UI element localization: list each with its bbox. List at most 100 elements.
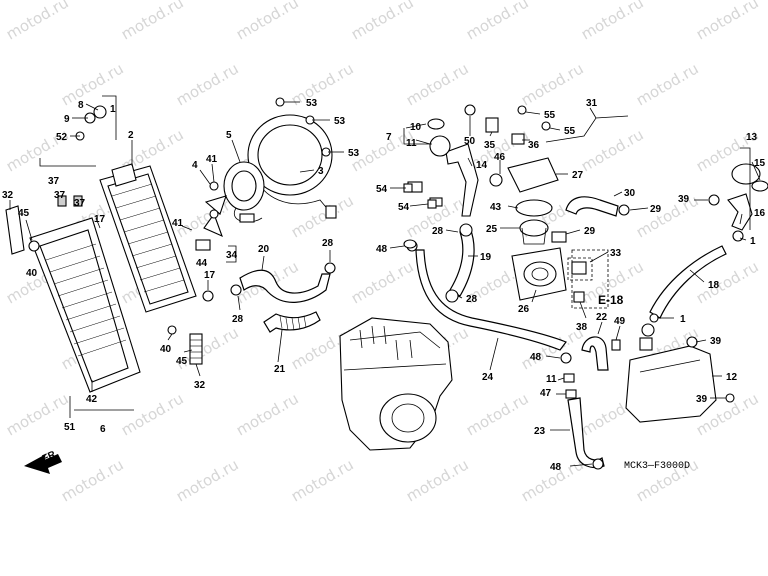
watermark-text: motod.ru — [348, 0, 417, 43]
callout-39-b: 39 — [710, 336, 722, 347]
callout-16: 16 — [754, 208, 766, 219]
callout-43: 43 — [490, 202, 502, 213]
e18-dashed-box — [571, 249, 609, 309]
watermark-text: motod.ru — [3, 0, 72, 43]
callout-1-right: 1 — [750, 236, 756, 247]
callout-29-a: 29 — [584, 226, 596, 237]
callout-18: 18 — [708, 280, 720, 291]
callout-12: 12 — [726, 372, 738, 383]
callout-20: 20 — [258, 244, 270, 255]
callout-48-a: 48 — [376, 244, 388, 255]
bracket-37 — [39, 158, 96, 167]
callout-labels: 8 9 52 1 2 32 45 40 37 37 37 17 41 4 41 … — [2, 98, 766, 473]
bracket-8-9-52 — [102, 95, 117, 140]
callout-1-low: 1 — [680, 314, 686, 325]
watermark-text: motod.ru — [58, 455, 127, 505]
callout-26: 26 — [518, 304, 530, 315]
callout-14: 14 — [476, 160, 488, 171]
watermark-text: motod.ru — [463, 389, 532, 439]
diagram-code: MCK3—F3000D — [624, 461, 690, 472]
hose-30 — [565, 196, 619, 217]
watermark-text: motod.ru — [288, 191, 357, 241]
callout-39-c: 39 — [696, 394, 708, 405]
callout-53-a: 53 — [306, 98, 318, 109]
callout-42: 42 — [86, 394, 98, 405]
callout-41-top: 41 — [206, 154, 218, 165]
callout-6: 6 — [100, 424, 106, 435]
spring-32 — [167, 325, 203, 365]
callout-22: 22 — [596, 312, 608, 323]
watermark-text: motod.ru — [288, 455, 357, 505]
callout-50: 50 — [464, 136, 476, 147]
callout-54-b: 54 — [398, 202, 410, 213]
water-outlet-cover — [464, 104, 559, 193]
callout-28-a: 28 — [322, 238, 334, 249]
hose-22 — [581, 336, 609, 371]
callout-21: 21 — [274, 364, 286, 375]
callout-40: 40 — [26, 268, 38, 279]
filler-neck — [708, 163, 768, 242]
callout-37-left: 37 — [54, 190, 66, 201]
hose-23 — [567, 397, 605, 469]
callout-38: 38 — [576, 322, 588, 333]
callout-32: 32 — [2, 190, 14, 201]
fan-motor — [223, 161, 265, 223]
callout-49: 49 — [614, 316, 626, 327]
callout-13: 13 — [746, 132, 758, 143]
callout-35: 35 — [484, 140, 496, 151]
front-direction-arrow — [24, 454, 62, 474]
callout-4: 4 — [192, 160, 198, 171]
watermark-text: motod.ru — [173, 59, 242, 109]
callout-2: 2 — [128, 130, 134, 141]
callout-25: 25 — [486, 224, 498, 235]
callout-54-a: 54 — [376, 184, 388, 195]
callout-30: 30 — [624, 188, 636, 199]
callout-51: 51 — [64, 422, 76, 433]
watermark-text: motod.ru — [403, 59, 472, 109]
callout-1: 1 — [110, 104, 116, 115]
watermark-text: motod.ru — [118, 0, 187, 43]
callout-52: 52 — [56, 132, 68, 143]
watermark-text: motod.ru — [518, 59, 587, 109]
callout-7: 7 — [386, 132, 392, 143]
callout-55-b: 55 — [564, 126, 576, 137]
hose-18 — [649, 245, 727, 319]
callout-55-a: 55 — [544, 110, 556, 121]
callout-53-c: 53 — [348, 148, 360, 159]
watermark-text: motod.ru — [633, 191, 702, 241]
thermo-switch — [195, 239, 214, 302]
callout-45-mid: 45 — [176, 356, 188, 367]
watermark-text: motod.ru — [633, 59, 702, 109]
callout-48-b: 48 — [530, 352, 542, 363]
temp-sensor — [567, 257, 593, 303]
bracket-13 — [740, 147, 751, 230]
hose-20 — [239, 269, 331, 303]
callout-9: 9 — [64, 114, 70, 125]
callout-15: 15 — [754, 158, 766, 169]
watermark-text: motod.ru — [463, 0, 532, 43]
callout-48-c: 48 — [550, 462, 562, 473]
hose-19 — [449, 227, 475, 297]
reserve-tank — [625, 323, 735, 423]
callout-3: 3 — [318, 166, 324, 177]
bracket-34 — [226, 245, 237, 263]
leader-lines — [9, 101, 761, 467]
fan-blade — [203, 181, 227, 238]
callout-39-a: 39 — [678, 194, 690, 205]
reference-e18: E-18 — [598, 293, 624, 307]
callout-28-b: 28 — [232, 314, 244, 325]
callout-17-left: 17 — [94, 214, 106, 225]
callout-27: 27 — [572, 170, 584, 181]
callout-41-left: 41 — [172, 218, 184, 229]
bracket-7 — [403, 128, 432, 145]
engine-outline — [339, 317, 453, 451]
watermark-text: motod.ru — [233, 0, 302, 43]
callout-45: 45 — [18, 208, 30, 219]
callout-29-b: 29 — [650, 204, 662, 215]
water-pump-housing — [511, 231, 567, 301]
callout-33: 33 — [610, 248, 622, 259]
watermark-text: motod.ru — [118, 389, 187, 439]
thermostat — [515, 199, 553, 245]
watermark-text: motod.ru — [348, 257, 417, 307]
